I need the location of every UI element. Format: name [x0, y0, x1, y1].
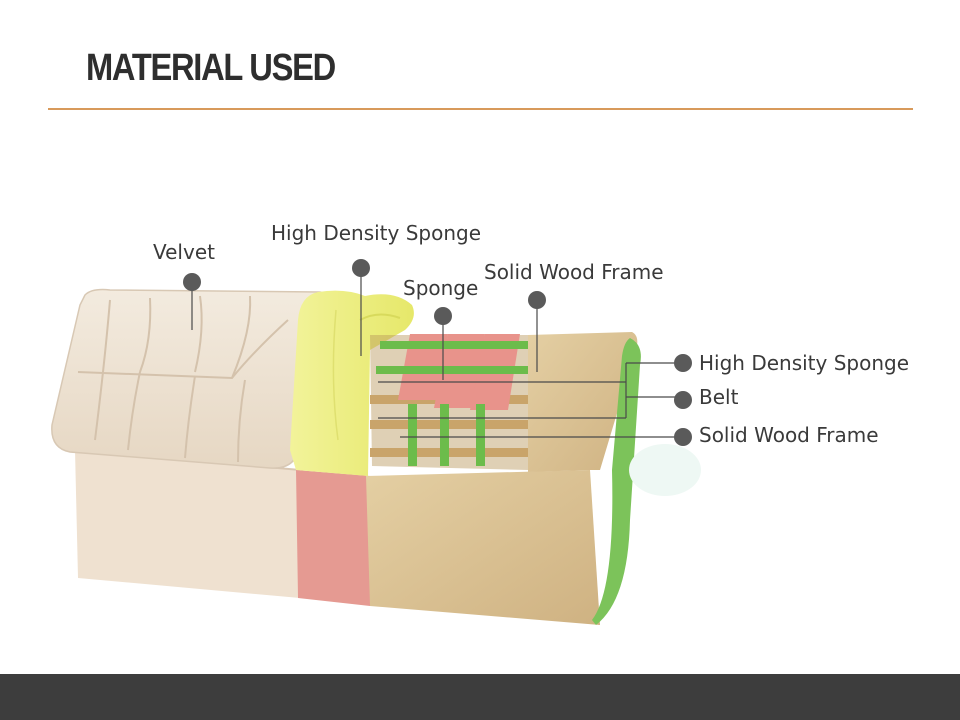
side-high-density-sponge: [592, 338, 641, 625]
label-solid-wood-frame-right: Solid Wood Frame: [699, 423, 879, 447]
sponge-block: [296, 470, 370, 606]
label-velvet: Velvet: [153, 240, 215, 264]
callout-dots: [183, 259, 692, 446]
wood-frame-block: [366, 470, 600, 625]
label-belt: Belt: [699, 385, 739, 409]
label-high-density-sponge-top: High Density Sponge: [271, 221, 481, 245]
callout-dot-velvet: [183, 273, 201, 291]
label-solid-wood-frame-top: Solid Wood Frame: [484, 260, 664, 284]
callout-dot-solid-wood-frame-top: [528, 291, 546, 309]
callout-dot-belt: [674, 391, 692, 409]
high-density-sponge-layer: [290, 290, 414, 476]
callout-dot-sponge: [434, 307, 452, 325]
title-divider: [48, 108, 913, 110]
belts: [376, 341, 532, 466]
decorative-highlight: [629, 444, 701, 496]
callout-dot-high-density-sponge-right: [674, 354, 692, 372]
label-high-density-sponge-right: High Density Sponge: [699, 351, 909, 375]
velvet-back-cushion: [51, 288, 339, 469]
page-title: MATERIAL USED: [86, 47, 336, 89]
footer-bar: [0, 674, 960, 720]
velvet-base: [74, 449, 301, 598]
label-sponge: Sponge: [403, 276, 478, 300]
callout-dot-solid-wood-frame-right: [674, 428, 692, 446]
callout-dot-high-density-sponge-top: [352, 259, 370, 277]
